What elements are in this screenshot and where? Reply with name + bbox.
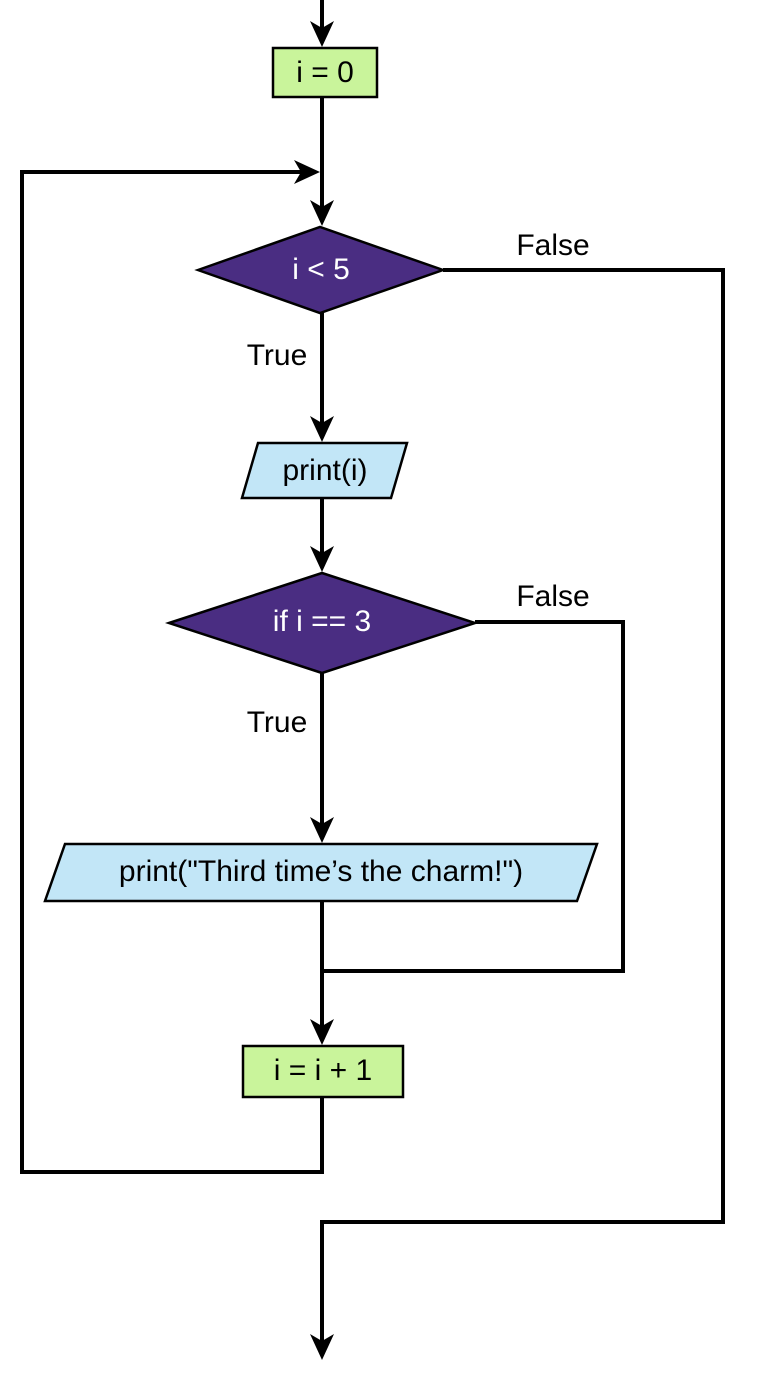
increment-node-label: i = i + 1 [273,1054,373,1087]
if-entry-arrowhead-icon [310,546,334,572]
increment-node-shape [241,1044,405,1099]
print-i-parallelogram-shape [240,441,409,500]
if-false-edge-label: False [516,580,590,613]
if-true-edge-label: True [246,706,308,739]
print-message-label: print("Third time’s the charm!") [118,855,524,888]
condition-entry-arrowhead-icon [310,200,334,226]
loop-condition-diamond-shape [194,225,447,315]
start-arrowhead-icon [310,21,334,47]
print-i-label: print(i) [282,454,368,487]
loop-back-arrowhead-icon [294,160,320,184]
if-condition-label: if i == 3 [272,605,372,638]
print-message-parallelogram-shape [43,842,599,903]
if-false-connector [324,620,625,973]
loop-false-edge-label: False [516,229,590,262]
loop-true-edge-label: True [246,339,308,372]
increment-entry-arrowhead-icon [310,1019,334,1045]
init-node-label: i = 0 [296,56,354,89]
if-condition-diamond-shape [164,571,480,675]
if-true-arrowhead-icon [310,817,334,843]
exit-arrowhead-icon [310,1334,334,1360]
loop-back-connector [20,170,324,1174]
loop-condition-label: i < 5 [292,253,350,286]
init-node-shape [271,46,379,99]
loop-true-arrowhead-icon [310,416,334,442]
loop-false-exit-connector [320,268,725,1343]
